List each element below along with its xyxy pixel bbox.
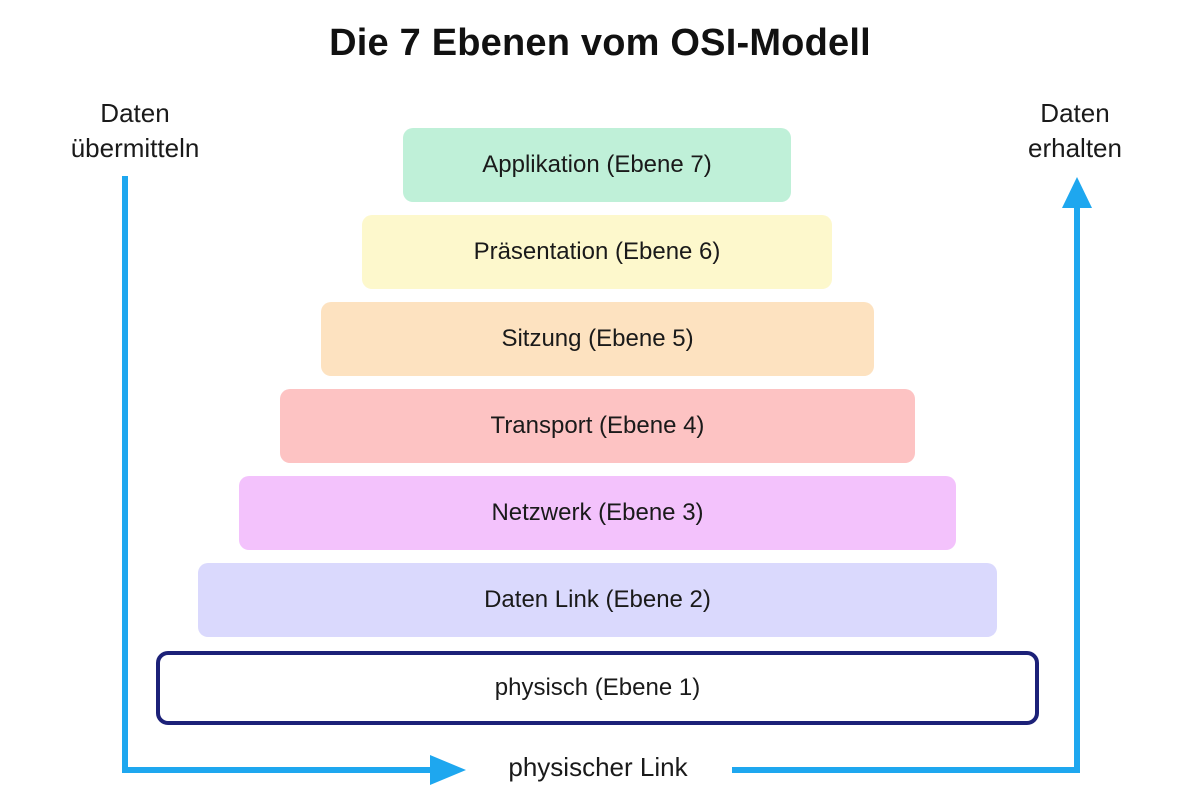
arrow-right-icon: [430, 755, 466, 785]
layer-6-presentation: Präsentation (Ebene 6): [362, 215, 832, 289]
layer-1-label: physisch (Ebene 1): [494, 674, 701, 701]
layer-2-label: Daten Link (Ebene 2): [484, 586, 711, 613]
layer-7-label: Applikation (Ebene 7): [482, 151, 712, 178]
receive-data-label: Daten erhalten: [1000, 96, 1150, 166]
arrow-up-icon: [1062, 177, 1092, 208]
physical-link-label: physischer Link: [508, 752, 688, 782]
page-title: Die 7 Ebenen vom OSI-Modell: [329, 22, 871, 64]
send-data-label-line2: übermitteln: [70, 133, 200, 163]
layer-5-session: Sitzung (Ebene 5): [321, 302, 874, 376]
layer-3-label: Netzwerk (Ebene 3): [491, 499, 704, 526]
receive-data-label-line1: Daten: [1040, 98, 1110, 128]
layer-5-label: Sitzung (Ebene 5): [501, 325, 694, 352]
layer-6-label: Präsentation (Ebene 6): [473, 238, 721, 265]
layer-2-data-link: Daten Link (Ebene 2): [198, 563, 997, 637]
send-data-label-line1: Daten: [100, 98, 170, 128]
layer-4-transport: Transport (Ebene 4): [280, 389, 915, 463]
layer-7-application: Applikation (Ebene 7): [403, 128, 791, 202]
send-data-label: Daten übermitteln: [60, 96, 210, 166]
layer-3-network: Netzwerk (Ebene 3): [239, 476, 956, 550]
layer-1-physical: physisch (Ebene 1): [156, 651, 1039, 725]
receive-data-label-line2: erhalten: [1028, 133, 1122, 163]
layer-4-label: Transport (Ebene 4): [490, 412, 705, 439]
